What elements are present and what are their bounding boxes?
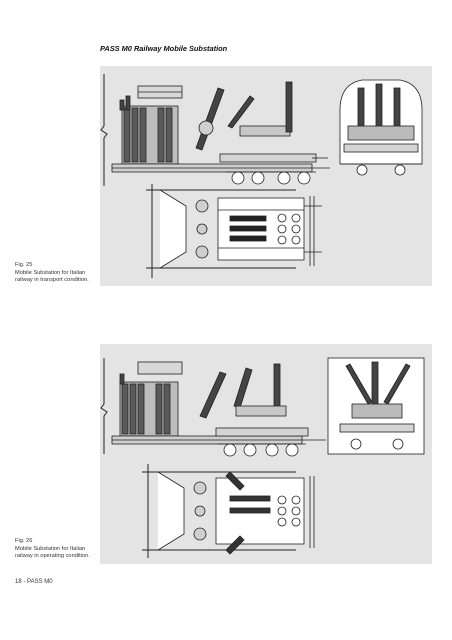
figure-26-caption: Fig. 26 Mobile Substation for Italian ra…: [15, 538, 95, 561]
figure-26-number: Fig. 26: [15, 538, 33, 544]
figure-25-drawing: [100, 66, 432, 286]
substation-operating-drawing: [100, 357, 425, 558]
figure-25-number: Fig. 25: [15, 262, 33, 268]
figure-25-text: Mobile Substation for Italian railway in…: [15, 269, 89, 284]
figure-26-text: Mobile Substation for Italian railway in…: [15, 545, 90, 560]
page-header-title: PASS M0 Railway Mobile Substation: [100, 44, 228, 53]
page-footer: 18 - PASS M0: [15, 579, 53, 585]
figure-26-drawing: [100, 344, 432, 564]
figure-25-caption: Fig. 25 Mobile Substation for Italian ra…: [15, 262, 95, 285]
substation-transport-drawing: [100, 74, 423, 278]
